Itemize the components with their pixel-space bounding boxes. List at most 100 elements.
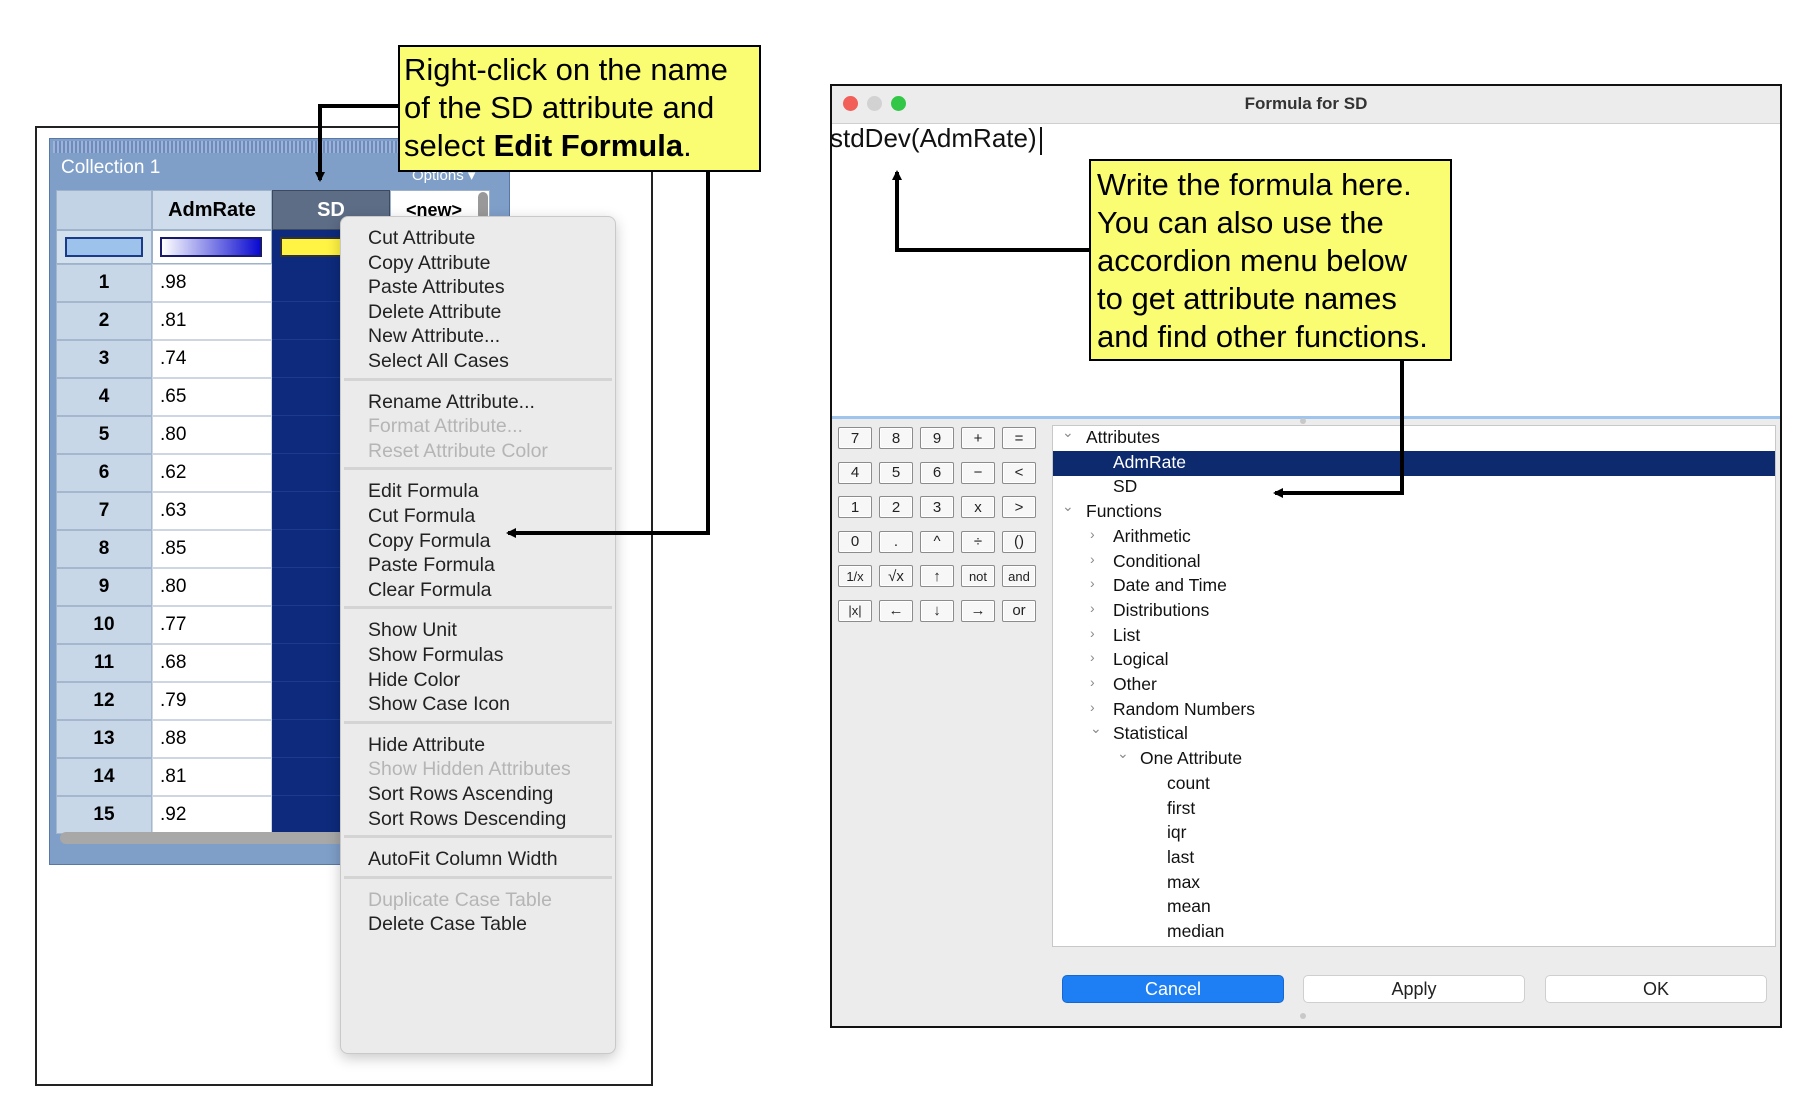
divider-handle[interactable] [1300, 418, 1306, 424]
tree-item-function[interactable]: median [1167, 921, 1225, 941]
admrate-cell[interactable]: .68 [152, 644, 272, 682]
keypad-key[interactable]: ← [879, 599, 913, 622]
chevron-down-icon[interactable]: ⌄ [1062, 424, 1074, 440]
keypad-key[interactable]: > [1002, 496, 1036, 518]
admrate-cell[interactable]: .77 [152, 606, 272, 644]
keypad-key[interactable]: 0 [838, 530, 872, 553]
keypad-key[interactable]: and [1002, 565, 1036, 587]
tree-item-function[interactable]: count [1167, 772, 1210, 793]
menu-item-clear-formula[interactable]: Clear Formula [368, 578, 492, 601]
horizontal-scrollbar[interactable] [60, 832, 345, 844]
zoom-window-button[interactable] [891, 96, 906, 111]
menu-item-copy-formula[interactable]: Copy Formula [368, 529, 491, 552]
keypad-key[interactable]: − [961, 461, 995, 484]
keypad-key[interactable]: < [1002, 461, 1036, 484]
menu-item-show-case-icon[interactable]: Show Case Icon [368, 693, 510, 716]
cancel-button[interactable]: Cancel [1062, 975, 1284, 1003]
menu-item-show-unit[interactable]: Show Unit [368, 619, 457, 642]
tree-group-attributes[interactable]: Attributes [1086, 427, 1160, 447]
menu-item-rename-attribute[interactable]: Rename Attribute... [368, 390, 535, 413]
tree-item-attribute[interactable]: AdmRate [1113, 451, 1186, 472]
tree-item-function[interactable]: last [1167, 846, 1195, 867]
keypad-key[interactable]: or [1002, 599, 1036, 622]
admrate-cell[interactable]: .80 [152, 568, 272, 606]
color-swatch-admrate[interactable] [160, 237, 262, 257]
admrate-cell[interactable]: .98 [152, 264, 272, 302]
tree-item-function[interactable]: max [1167, 871, 1201, 892]
admrate-cell[interactable]: .92 [152, 796, 272, 834]
keypad-key[interactable]: ↓ [920, 599, 954, 622]
menu-item-show-formulas[interactable]: Show Formulas [368, 644, 504, 666]
keypad-key[interactable]: |x| [838, 599, 872, 622]
keypad-key[interactable]: 9 [920, 427, 954, 449]
chevron-right-icon[interactable]: › [1090, 649, 1095, 666]
ok-button[interactable]: OK [1545, 975, 1767, 1003]
table-row[interactable]: 2.81 [56, 302, 390, 340]
color-swatch-index[interactable] [65, 237, 143, 257]
menu-item-cut-formula[interactable]: Cut Formula [368, 505, 476, 527]
column-header-sd[interactable]: SD [272, 190, 390, 230]
admrate-cell[interactable]: .63 [152, 492, 272, 530]
tree-item-function-group[interactable]: List [1113, 624, 1141, 645]
tree-group-functions[interactable]: Functions [1086, 501, 1162, 522]
close-window-button[interactable] [843, 96, 858, 111]
keypad-key[interactable]: 1/x [838, 565, 872, 587]
tree-item-function-group[interactable]: Other [1113, 674, 1157, 694]
admrate-cell[interactable]: .85 [152, 530, 272, 568]
tree-item-function-group[interactable]: Random Numbers [1113, 698, 1255, 719]
menu-item-sort-rows-ascending[interactable]: Sort Rows Ascending [368, 783, 554, 805]
tree-item-function[interactable]: first [1167, 797, 1196, 818]
vertical-scrollbar[interactable] [478, 192, 488, 220]
tree-item-function[interactable]: mean [1167, 896, 1211, 917]
chevron-right-icon[interactable]: › [1090, 698, 1095, 715]
admrate-cell[interactable]: .65 [152, 378, 272, 416]
table-row[interactable]: 7.63 [56, 492, 390, 530]
admrate-cell[interactable]: .81 [152, 758, 272, 796]
tree-item-function[interactable]: iqr [1167, 822, 1187, 843]
table-row[interactable]: 8.85 [56, 530, 390, 568]
tree-item-function-group[interactable]: Distributions [1113, 599, 1210, 620]
keypad-key[interactable]: not [961, 565, 995, 587]
menu-item-delete-case-table[interactable]: Delete Case Table [368, 913, 527, 936]
menu-item-paste-attributes[interactable]: Paste Attributes [368, 276, 505, 299]
tree-item-function-group[interactable]: Conditional [1113, 550, 1201, 571]
chevron-right-icon[interactable]: › [1090, 624, 1095, 641]
minimize-window-button[interactable] [867, 96, 882, 111]
admrate-cell[interactable]: .62 [152, 454, 272, 492]
keypad-key[interactable]: ↑ [920, 565, 954, 587]
keypad-key[interactable]: 2 [879, 496, 913, 518]
admrate-cell[interactable]: .74 [152, 340, 272, 378]
tree-item-one-attribute[interactable]: One Attribute [1140, 748, 1243, 769]
chevron-right-icon[interactable]: › [1090, 674, 1095, 690]
tree-item-attribute[interactable]: SD [1113, 476, 1138, 497]
tree-item-function-group[interactable]: Arithmetic [1113, 525, 1191, 546]
apply-button[interactable]: Apply [1303, 975, 1525, 1003]
menu-item-copy-attribute[interactable]: Copy Attribute [368, 251, 491, 274]
title-bar[interactable] [832, 86, 1780, 124]
menu-item-paste-formula[interactable]: Paste Formula [368, 554, 495, 577]
keypad-key[interactable]: 1 [838, 496, 872, 518]
chevron-right-icon[interactable]: › [1090, 599, 1095, 616]
admrate-cell[interactable]: .80 [152, 416, 272, 454]
keypad-key[interactable]: ÷ [961, 530, 995, 553]
menu-item-hide-color[interactable]: Hide Color [368, 668, 461, 691]
admrate-cell[interactable]: .88 [152, 720, 272, 758]
keypad-key[interactable]: + [961, 427, 995, 449]
keypad-key[interactable]: 7 [838, 427, 872, 449]
menu-item-delete-attribute[interactable]: Delete Attribute [368, 300, 502, 323]
keypad-key[interactable]: 3 [920, 496, 954, 518]
table-row[interactable]: 12.79 [56, 682, 390, 720]
keypad-key[interactable]: 4 [838, 461, 872, 484]
menu-item-cut-attribute[interactable]: Cut Attribute [368, 227, 476, 249]
table-row[interactable]: 3.74 [56, 340, 390, 378]
chevron-right-icon[interactable]: › [1090, 525, 1095, 542]
formula-input[interactable]: stdDev(AdmRate) [830, 123, 1037, 153]
menu-item-sort-rows-descending[interactable]: Sort Rows Descending [368, 807, 567, 830]
keypad-key[interactable]: 6 [920, 461, 954, 484]
tree-item-function-group[interactable]: Logical [1113, 649, 1169, 670]
keypad-key[interactable]: → [961, 599, 995, 622]
admrate-cell[interactable]: .79 [152, 682, 272, 720]
keypad-key[interactable]: . [879, 530, 913, 553]
keypad-key[interactable]: 8 [879, 427, 913, 449]
chevron-down-icon[interactable]: ⌄ [1117, 745, 1129, 762]
